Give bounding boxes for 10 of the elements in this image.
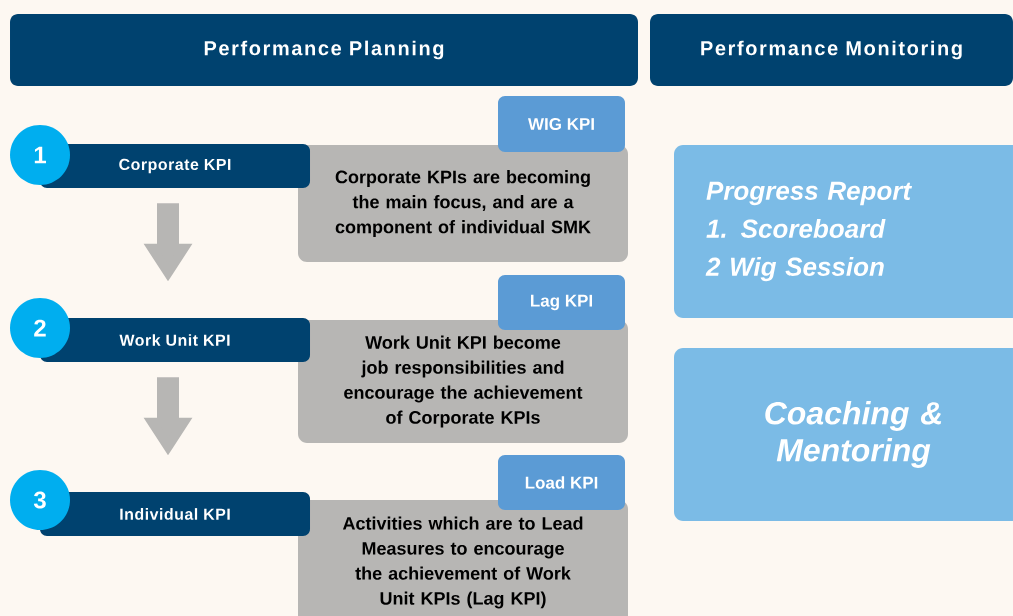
description-box: Corporate KPIs are becoming the main focus, and are a component of individual SMK xyxy=(298,145,628,262)
section-header: Performance Planning xyxy=(10,14,638,86)
section-header: Performance Monitoring xyxy=(650,14,1013,86)
tag-label: Load KPI xyxy=(498,455,625,510)
description-box: Work Unit KPI become job responsibilities and encourage the achievement of Corporate KPIs xyxy=(298,320,628,443)
tag-label: Lag KPI xyxy=(498,275,625,330)
description-box: Activities which are to Lead Measures to encourage the achievement of Work Unit KPIs (Lag KPI) xyxy=(298,500,628,616)
info-box: Progress Report 1. Scoreboard 2 Wig Session xyxy=(674,145,1013,318)
info-box: Coaching & Mentoring xyxy=(674,348,1013,521)
tag-label: WIG KPI xyxy=(498,96,625,152)
